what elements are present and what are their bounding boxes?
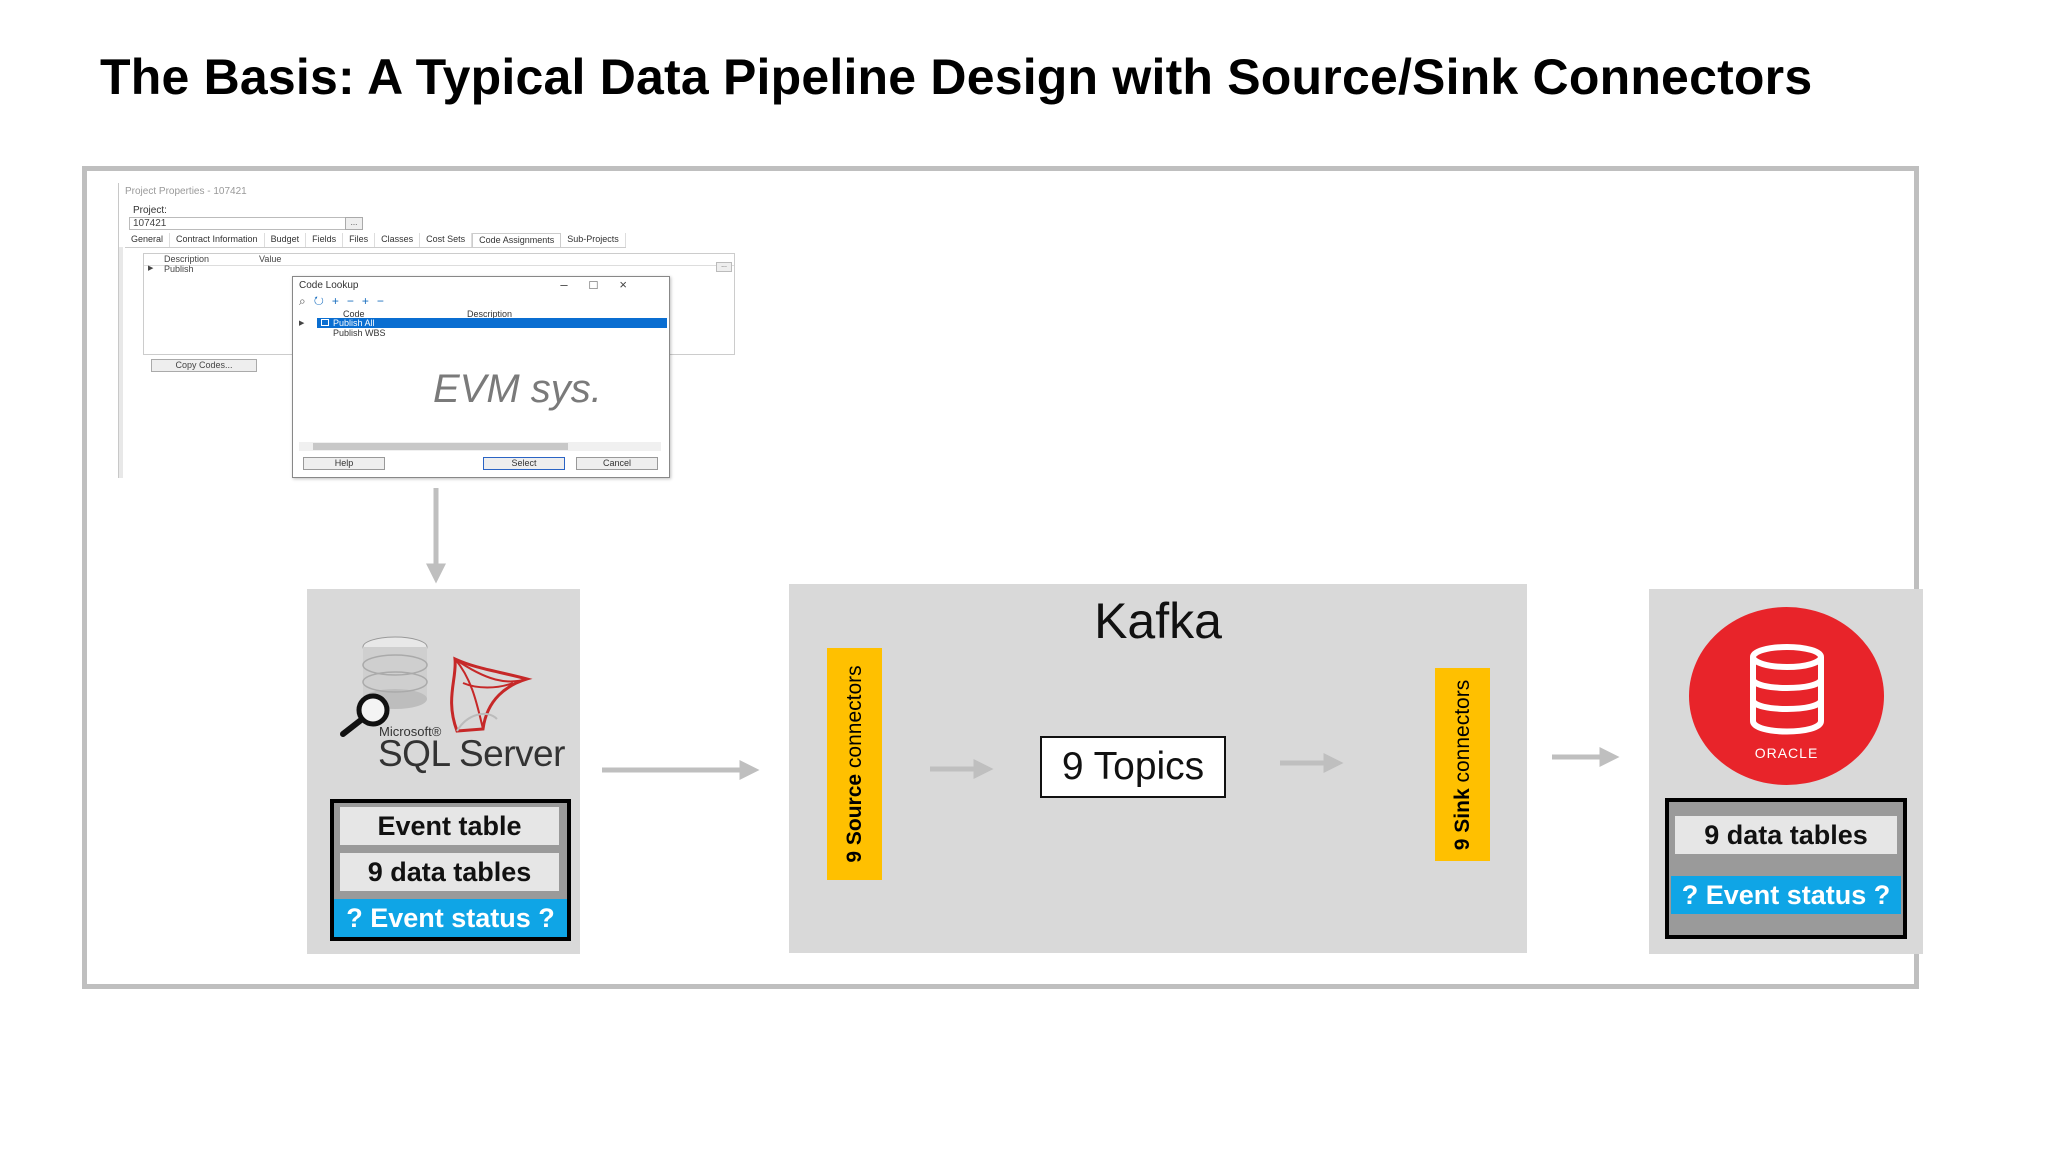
remove-child-icon[interactable]: − — [376, 294, 392, 308]
grid-row-browse-button[interactable]: ... — [716, 262, 732, 272]
tab-cost-sets[interactable]: Cost Sets — [420, 233, 473, 247]
project-window-title: Project Properties - 107421 — [125, 186, 247, 197]
sql-server-panel: Microsoft® SQL Server Event table 9 data… — [307, 589, 580, 954]
sink-connectors: 9 Sink connectors — [1435, 668, 1490, 861]
grid-header-value: Value — [259, 254, 282, 264]
project-label: Project: — [133, 205, 167, 216]
search-icon[interactable]: ⌕ — [299, 294, 314, 308]
event-status-badge: ? Event status ? — [334, 899, 567, 937]
row-pointer-icon: ▶ — [299, 320, 305, 327]
kafka-panel: Kafka 9 Source connectors 9 Topics 9 Sin… — [789, 584, 1527, 953]
lookup-window-title: Code Lookup — [299, 280, 359, 291]
refresh-icon[interactable]: ↻ — [313, 294, 332, 308]
checkbox[interactable] — [321, 319, 329, 326]
project-tabs: General Contract Information Budget Fiel… — [125, 233, 626, 248]
minimize-icon[interactable]: – — [560, 277, 590, 292]
topics-box: 9 Topics — [1040, 736, 1226, 798]
cancel-button[interactable]: Cancel — [576, 457, 658, 470]
lookup-row-code: Publish All — [333, 318, 375, 328]
row-pointer-icon: ▶ — [148, 265, 154, 272]
copy-codes-button[interactable]: Copy Codes... — [151, 359, 257, 372]
data-tables: 9 data tables — [340, 853, 559, 891]
lookup-header-description: Description — [467, 309, 513, 319]
code-lookup-window: Code Lookup –□× ⌕↻+−+− Code Description … — [292, 276, 670, 478]
grid-header-description: Description — [164, 254, 210, 264]
event-table: Event table — [340, 807, 559, 845]
window-edge — [119, 247, 123, 478]
window-controls: –□× — [560, 277, 649, 292]
project-browse-button[interactable]: ... — [345, 217, 363, 230]
lookup-row[interactable]: Publish WBS — [317, 328, 667, 338]
evm-screenshot: Project Properties - 107421 Project: 107… — [118, 183, 759, 478]
slide-title: The Basis: A Typical Data Pipeline Desig… — [100, 49, 1813, 105]
select-button[interactable]: Select — [483, 457, 565, 470]
tab-code-assignments[interactable]: Code Assignments — [472, 233, 562, 247]
tab-contract-information[interactable]: Contract Information — [170, 233, 265, 247]
horizontal-scrollbar[interactable] — [299, 442, 661, 451]
event-status-badge: ? Event status ? — [1671, 876, 1901, 914]
remove-icon[interactable]: − — [346, 294, 362, 308]
evm-system-label: EVM sys. — [433, 367, 602, 411]
sql-server-logo-text: SQL Server — [378, 733, 565, 774]
close-icon[interactable]: × — [619, 277, 649, 292]
source-table-stack: Event table 9 data tables ? Event status… — [330, 799, 571, 941]
microsoft-logo-text: Microsoft® — [379, 724, 442, 739]
scrollbar-thumb[interactable] — [313, 443, 568, 450]
lookup-toolbar: ⌕↻+−+− — [299, 294, 392, 309]
tab-budget[interactable]: Budget — [265, 233, 307, 247]
source-connectors: 9 Source connectors — [827, 648, 882, 880]
oracle-panel: ORACLE 9 data tables ? Event status ? — [1649, 589, 1923, 954]
oracle-logo: ORACLE — [1689, 607, 1884, 785]
tab-general[interactable]: General — [125, 233, 171, 247]
sql-server-logo-icon — [340, 636, 533, 737]
lookup-header-code: Code — [343, 309, 365, 319]
grid-row-publish[interactable]: Publish — [164, 264, 194, 274]
help-button[interactable]: Help — [303, 457, 385, 470]
database-icon — [1750, 644, 1824, 735]
add-child-icon[interactable]: + — [361, 294, 377, 308]
tab-files[interactable]: Files — [343, 233, 376, 247]
tab-classes[interactable]: Classes — [375, 233, 421, 247]
sink-table-stack: 9 data tables ? Event status ? — [1665, 798, 1907, 939]
kafka-title: Kafka — [1094, 593, 1222, 649]
lookup-grid-header: Code Description — [307, 309, 667, 319]
maximize-icon[interactable]: □ — [589, 277, 620, 292]
tab-sub-projects[interactable]: Sub-Projects — [561, 233, 626, 247]
diagram-frame — [82, 166, 1919, 989]
tab-fields[interactable]: Fields — [306, 233, 344, 247]
lookup-row-code: Publish WBS — [333, 328, 386, 338]
lookup-row-selected[interactable]: Publish All — [317, 318, 667, 328]
oracle-logo-text: ORACLE — [1754, 745, 1819, 761]
data-tables: 9 data tables — [1675, 816, 1897, 854]
grid-header: Description Value — [144, 254, 734, 266]
add-icon[interactable]: + — [331, 294, 347, 308]
